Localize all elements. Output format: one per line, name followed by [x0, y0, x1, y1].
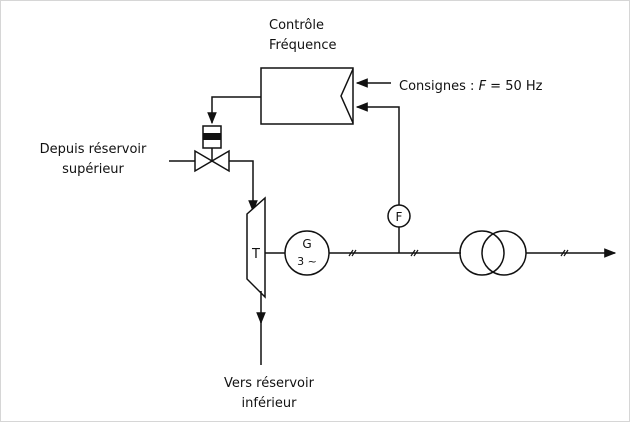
generator-icon: G 3 ~ — [284, 230, 330, 276]
generator-label: G — [302, 237, 311, 251]
generator-phase-label: 3 ~ — [297, 255, 317, 268]
sensor-label: F — [396, 210, 403, 224]
setpoint-prefix: Consignes : — [399, 79, 479, 94]
controller-title-line1: Contrôle — [269, 18, 324, 33]
frequency-sensor-icon: F — [387, 204, 411, 228]
transformer-icon — [459, 230, 527, 276]
setpoint-variable: F — [479, 79, 487, 94]
frequency-controller-block — [260, 67, 354, 125]
feedback-line — [355, 102, 400, 205]
turbine-icon: T — [246, 196, 266, 299]
setpoint-label: Consignes : F = 50 Hz — [399, 79, 543, 94]
source-label-line2: supérieur — [62, 162, 124, 177]
sink-label-line1: Vers réservoir — [224, 376, 315, 391]
controller-title-line2: Fréquence — [269, 38, 336, 53]
turbine-label: T — [251, 247, 260, 262]
sink-label-line2: inférieur — [242, 396, 298, 411]
control-output-line — [207, 96, 261, 125]
source-label-line1: Depuis réservoir — [40, 142, 147, 157]
actuator-icon — [202, 125, 222, 161]
setpoint-value: = 50 Hz — [486, 79, 543, 94]
penstock-pipe — [229, 160, 258, 213]
